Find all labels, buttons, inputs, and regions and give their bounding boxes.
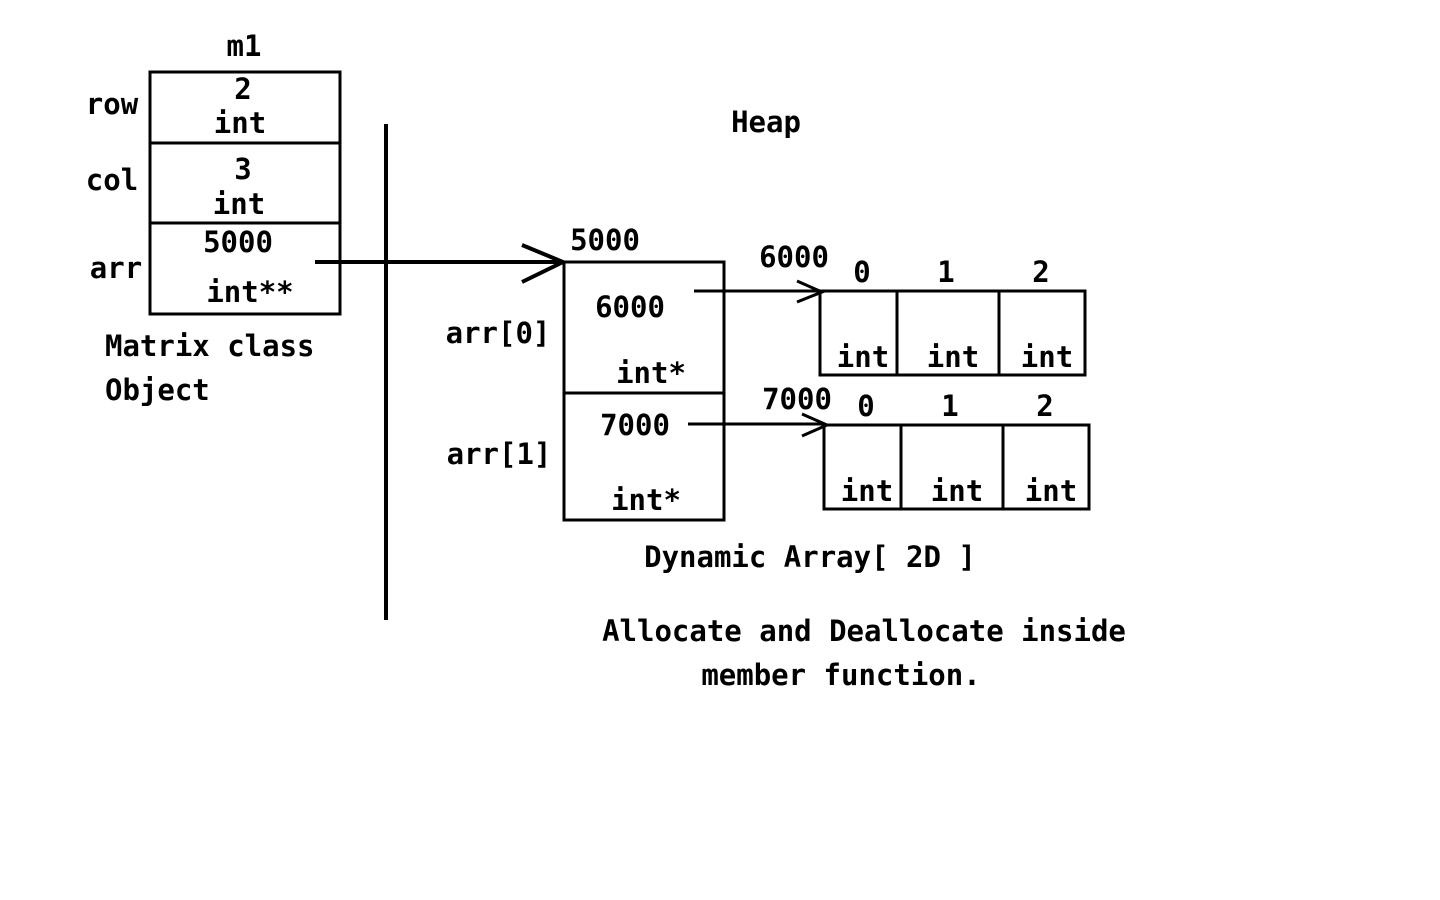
row-0-type-2: int [1021,340,1073,374]
field-value-row: 2 [234,72,251,106]
slot-type-1: int* [611,483,681,517]
pointer-array-address: 5000 [570,223,640,257]
row-0-type-0: int [837,340,889,374]
row-array-0: 6000 0 1 2 int int int [759,240,1087,377]
pointer-arrow-row-0 [694,279,826,304]
note-line-2: member function. [701,658,980,692]
row-0-index-2: 2 [1032,255,1049,289]
row-box-0 [818,289,1087,377]
row-address-1: 7000 [762,382,832,416]
field-label-col: col [86,163,138,197]
object-name: m1 [227,29,262,63]
row-1-index-0: 0 [857,389,874,423]
row-0-index-1: 1 [937,255,954,289]
slot-label-0: arr[0] [446,316,551,350]
pointer-arrow-arr [315,243,568,284]
pointer-array: 5000 arr[0] 6000 int* arr[1] 7000 int* D… [446,223,976,574]
row-array-1: 7000 0 1 2 int int int [762,382,1091,511]
field-label-row: row [86,87,139,121]
field-type-col: int [213,187,265,221]
field-value-col: 3 [234,152,251,186]
field-type-arr: int** [206,275,293,309]
row-1-index-1: 1 [941,389,958,423]
field-type-row: int [214,106,266,140]
row-address-0: 6000 [759,240,829,274]
field-value-arr: 5000 [203,225,273,259]
row-0-type-1: int [927,340,979,374]
object-caption-2: Object [105,373,210,407]
row-1-index-2: 2 [1036,389,1053,423]
heap-title: Heap [731,105,801,139]
row-1-type-1: int [931,474,983,508]
row-1-type-2: int [1025,474,1077,508]
slot-value-1: 7000 [600,408,670,442]
row-0-index-0: 0 [853,255,870,289]
row-box-1 [822,423,1091,511]
object-caption: Matrix class [105,329,315,363]
slot-label-1: arr[1] [447,437,552,471]
pointer-array-caption: Dynamic Array[ 2D ] [644,540,976,574]
slot-type-0: int* [616,356,686,390]
object-box [148,70,342,316]
pointer-arrow-row-1 [688,412,831,438]
matrix-object: m1 row 2 int col 3 int arr 5000 int** Ma… [86,29,342,407]
note-line-1: Allocate and Deallocate inside [602,614,1126,648]
pointer-array-box [562,260,726,522]
field-label-arr: arr [90,251,142,285]
row-1-type-0: int [841,474,893,508]
slot-value-0: 6000 [595,290,665,324]
